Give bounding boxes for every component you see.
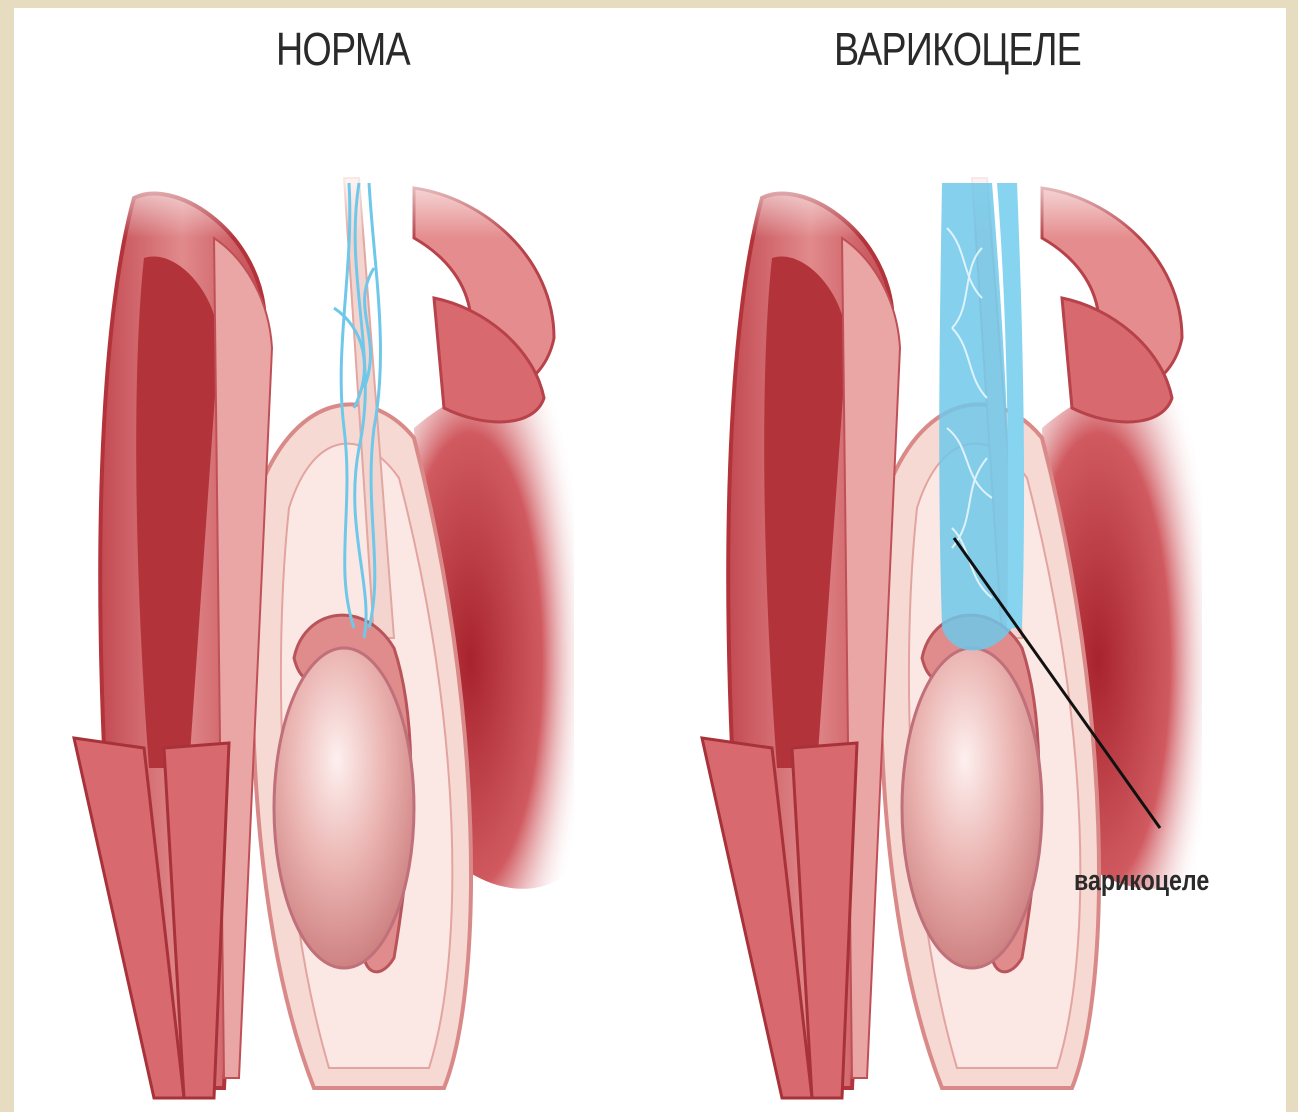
dilated-veins xyxy=(939,183,1024,651)
illustration-canvas: НОРМА ВАРИКОЦЕЛЕ варикоцеле xyxy=(14,8,1286,1112)
anatomy-illustration xyxy=(14,8,1286,1112)
heading-normal: НОРМА xyxy=(276,22,410,76)
varicocele-anatomy-figure xyxy=(642,158,1242,1098)
heading-varicocele: ВАРИКОЦЕЛЕ xyxy=(834,22,1081,76)
callout-label-varicocele: варикоцеле xyxy=(1074,865,1209,898)
normal-anatomy-figure xyxy=(14,158,614,1098)
